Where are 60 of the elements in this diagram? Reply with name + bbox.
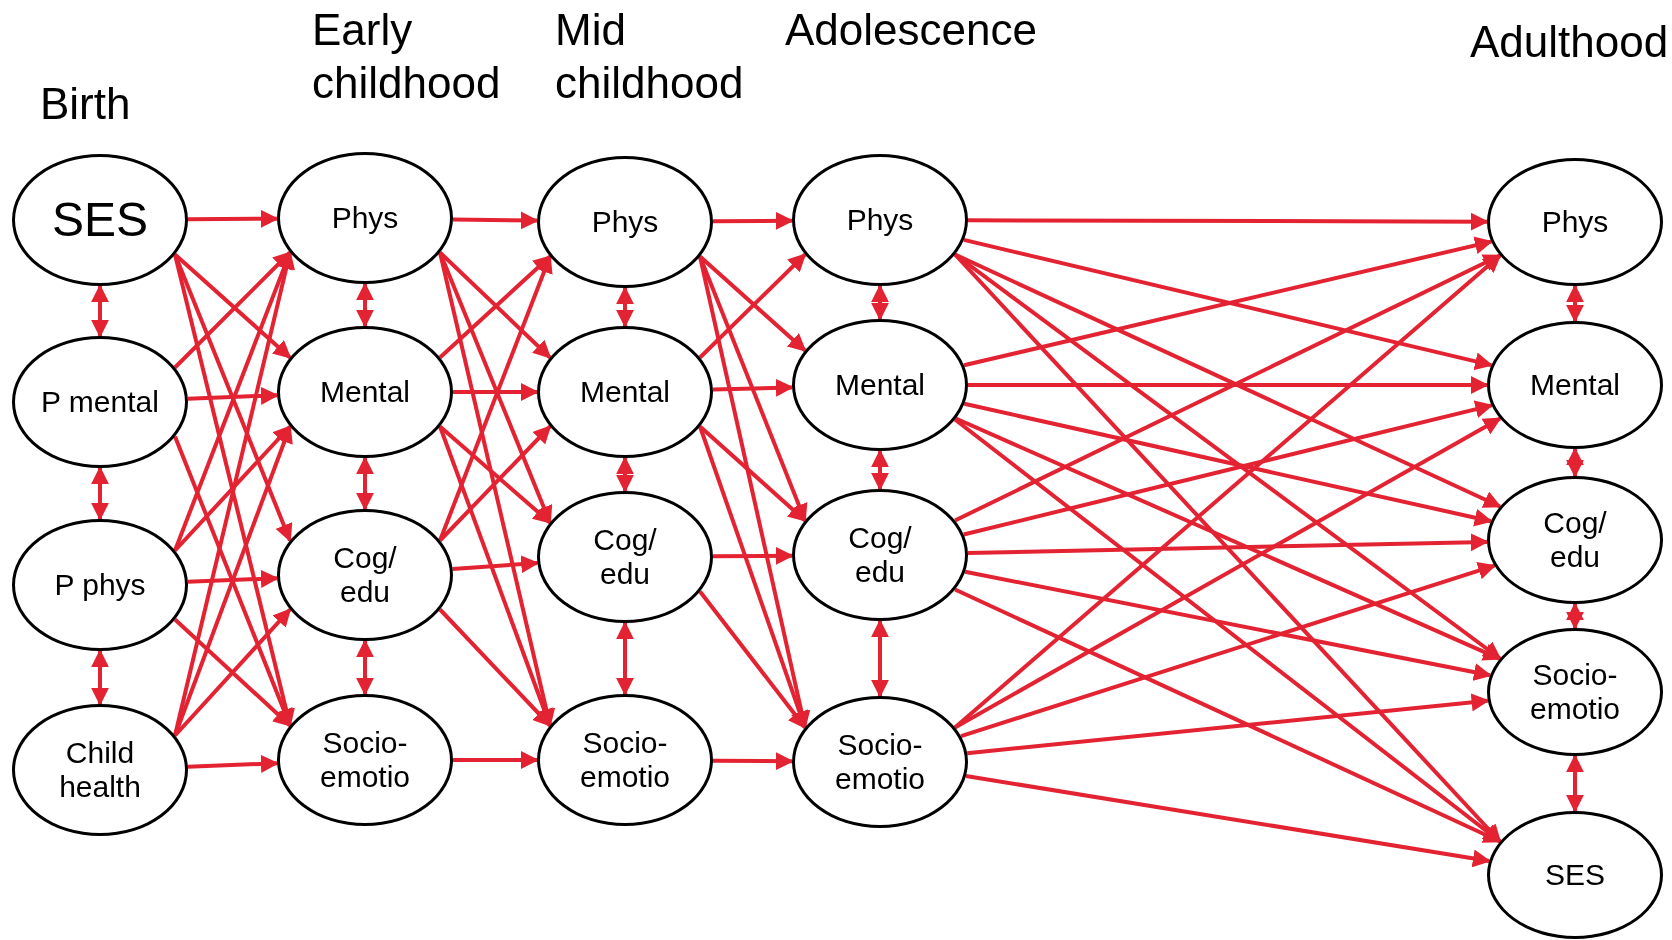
column-heading: Birth	[40, 79, 131, 128]
node-label: Phys	[1541, 204, 1609, 240]
node-label: P mental	[41, 384, 159, 420]
double-arrow	[91, 284, 109, 338]
double-arrow	[1566, 447, 1584, 478]
node-label: Socio- emotio	[1528, 657, 1621, 727]
column-heading: Adolescence	[785, 5, 1037, 54]
arrow	[453, 751, 539, 769]
double-arrow	[91, 466, 109, 521]
double-arrow	[871, 619, 889, 698]
node-label: Socio- emotio	[318, 725, 411, 795]
double-arrow	[1566, 754, 1584, 813]
arrow	[187, 569, 279, 588]
column-heading: Mid childhood	[555, 5, 744, 107]
arrow	[712, 378, 794, 397]
node-label: Mental	[1529, 367, 1620, 403]
double-arrow	[871, 284, 889, 321]
double-arrow	[356, 282, 374, 328]
double-arrow	[91, 649, 109, 706]
node-label: Mental	[319, 374, 410, 410]
node-label: Cog/ edu	[847, 520, 913, 590]
double-arrow	[356, 639, 374, 696]
node-label: Cog/ edu	[332, 540, 398, 610]
node-label: Phys	[846, 202, 914, 238]
node-label: Socio- emotio	[833, 727, 926, 797]
arrow	[713, 211, 794, 230]
node-label: P phys	[54, 567, 146, 603]
node-label: Cog/ edu	[1542, 505, 1608, 575]
double-arrow	[1566, 284, 1584, 323]
arrow	[713, 546, 794, 565]
arrow	[452, 555, 540, 574]
arrow	[187, 386, 279, 405]
column-heading: Early childhood	[312, 5, 501, 107]
arrow	[964, 569, 1492, 681]
double-arrow	[616, 456, 634, 493]
node-label: SES	[1545, 857, 1605, 893]
double-arrow	[616, 286, 634, 328]
node-label: Cog/ edu	[592, 522, 658, 592]
arrow	[452, 211, 539, 230]
arrow	[453, 383, 539, 401]
double-arrow	[356, 456, 374, 511]
node-label: Mental	[834, 367, 925, 403]
node-label: Phys	[591, 204, 659, 240]
arrow	[965, 774, 1491, 868]
column-heading: Adulthood	[1470, 17, 1669, 66]
arrow	[967, 533, 1489, 556]
double-arrow	[616, 621, 634, 696]
arrow	[713, 752, 794, 771]
node-label: Socio- emotio	[578, 725, 671, 795]
arrow	[967, 693, 1490, 756]
arrow	[187, 754, 279, 773]
double-arrow	[871, 449, 889, 491]
arrow	[968, 376, 1489, 394]
double-arrow	[1566, 602, 1584, 630]
arrow	[188, 209, 279, 228]
node-label: Phys	[331, 200, 399, 236]
node-label: Mental	[579, 374, 670, 410]
arrow	[968, 212, 1489, 231]
node-label: Child health	[58, 735, 142, 805]
node-label: SES	[51, 192, 148, 248]
